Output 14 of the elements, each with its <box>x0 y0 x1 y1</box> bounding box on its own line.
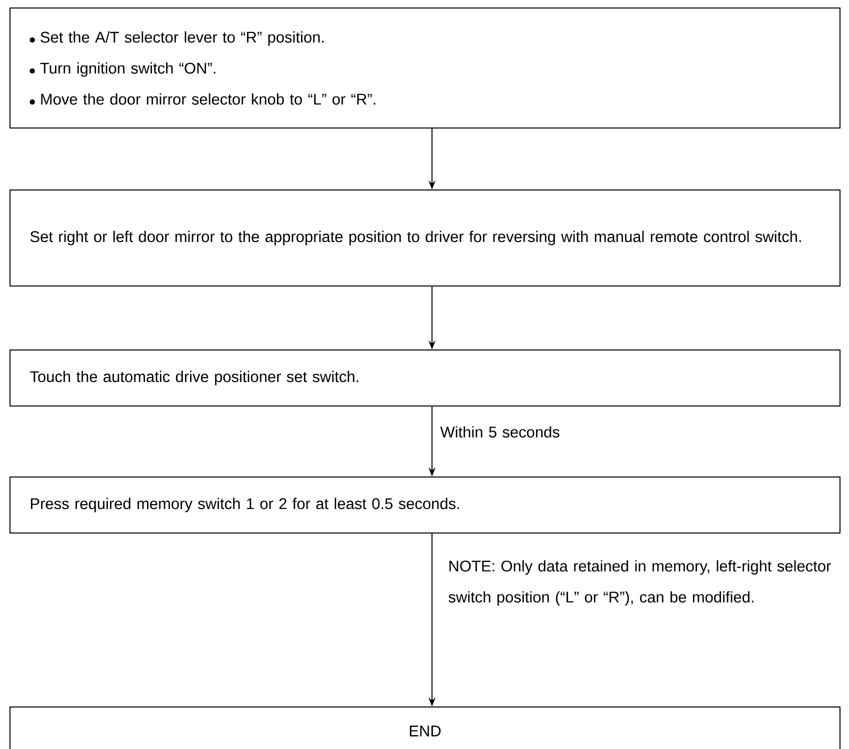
step-box <box>10 190 840 286</box>
edge-label: NOTE: Only data retained in memory, left-right selector switch position (“L” or “R”), can be modified. <box>448 560 831 606</box>
step-box <box>10 706 840 749</box>
step-text: Move the door mirror selector knob to “L” or “R”. <box>41 93 376 105</box>
step-text: Touch the automatic drive positioner set switch. <box>30 370 358 386</box>
step-box <box>10 350 840 406</box>
step-text: Press required memory switch 1 or 2 for at least 0.5 seconds. <box>30 498 459 512</box>
edge-label: Within 5 seconds <box>440 426 560 438</box>
step-text: Turn ignition switch “ON”. <box>40 62 216 77</box>
step-text: Set right or left door mirror to the appropriate position to driver for reversing with manual remote control switch. <box>30 230 801 246</box>
step-box <box>10 476 840 534</box>
step-box <box>10 8 840 128</box>
step-text: Set the A/T selector lever to “R” position. <box>40 31 324 46</box>
step-text: END <box>410 726 441 736</box>
